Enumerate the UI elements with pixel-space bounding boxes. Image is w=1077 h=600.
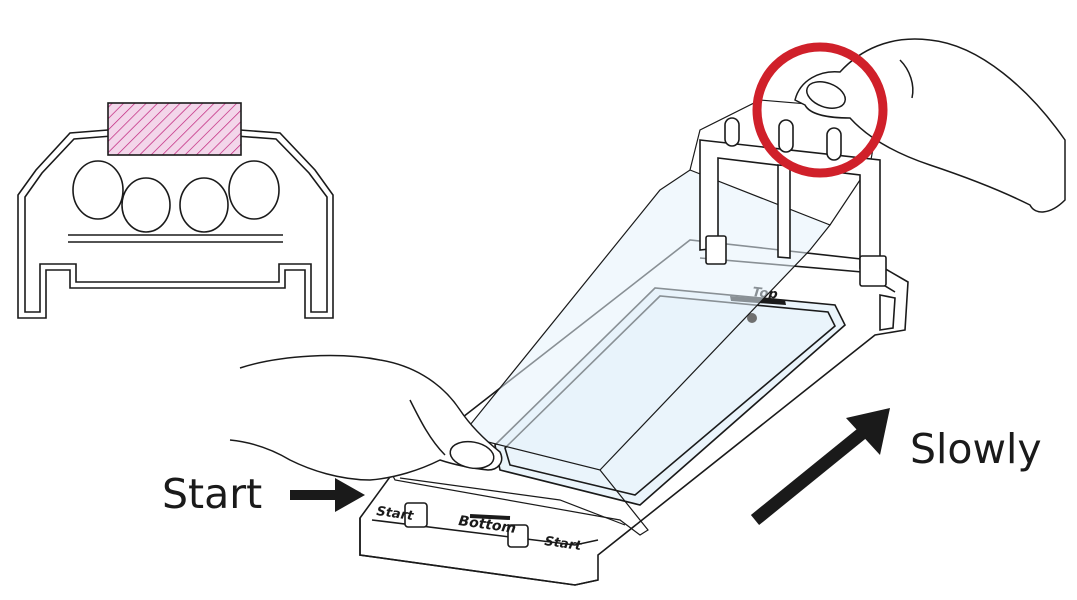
finger-hole	[228, 160, 280, 220]
camera-dot	[747, 313, 757, 323]
arrow-right-icon	[290, 478, 365, 512]
tray-labels: Top Bottom Start Start	[375, 285, 778, 554]
highlight-circle	[752, 42, 888, 178]
slowly-callout-label: Slowly	[910, 425, 1042, 473]
right-hand	[794, 38, 1066, 213]
applicator-tab-inset	[17, 102, 334, 319]
alignment-peg	[507, 524, 529, 548]
finger-hole	[121, 177, 171, 233]
start-callout-label: Start	[162, 470, 263, 518]
finger-hole	[72, 160, 124, 220]
tray-label-start-right: Start	[543, 534, 582, 554]
alignment-peg	[404, 502, 428, 528]
tray-label-bottom: Bottom	[457, 513, 517, 537]
left-hand	[229, 354, 503, 481]
tray-label-start-left: Start	[375, 504, 414, 524]
finger-hole	[179, 177, 229, 233]
arrow-up-right-icon	[750, 408, 890, 526]
adhesive-strip	[107, 102, 242, 156]
